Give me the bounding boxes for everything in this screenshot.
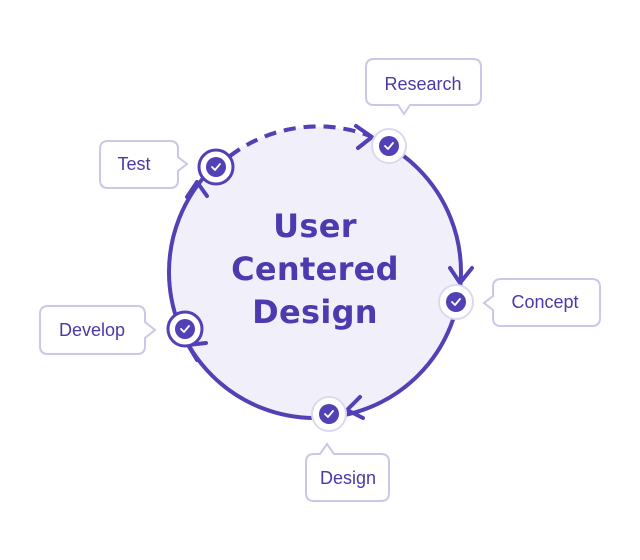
center-title-line: Design xyxy=(252,293,378,331)
arrowhead-icon xyxy=(345,395,365,420)
arrowhead-icon xyxy=(185,180,209,199)
stage-label-test: Test xyxy=(117,154,150,174)
bubble-research: Research xyxy=(365,58,482,116)
arrowhead-icon xyxy=(354,124,374,150)
center-title-line: Centered xyxy=(231,250,399,288)
stage-label-design: Design xyxy=(320,468,376,488)
check-circle-icon xyxy=(379,136,399,156)
stage-label-concept: Concept xyxy=(511,292,578,312)
stage-label-research: Research xyxy=(384,74,461,94)
check-circle-icon xyxy=(446,292,466,312)
node-design xyxy=(311,396,347,432)
check-circle-icon xyxy=(319,404,339,424)
stage-label-develop: Develop xyxy=(59,320,125,340)
bubble-test: Test xyxy=(99,140,189,189)
bubble-design: Design xyxy=(305,442,390,502)
center-title: User Centered Design xyxy=(195,205,435,334)
node-develop xyxy=(166,310,204,348)
center-title-line: User xyxy=(273,207,357,245)
arrowhead-icon xyxy=(448,266,474,285)
check-circle-icon xyxy=(175,319,195,339)
node-test xyxy=(197,148,235,186)
bubble-concept: Concept xyxy=(482,278,601,327)
node-research xyxy=(371,128,407,164)
bubble-develop: Develop xyxy=(39,305,157,355)
node-concept xyxy=(438,284,474,320)
check-circle-icon xyxy=(206,157,226,177)
